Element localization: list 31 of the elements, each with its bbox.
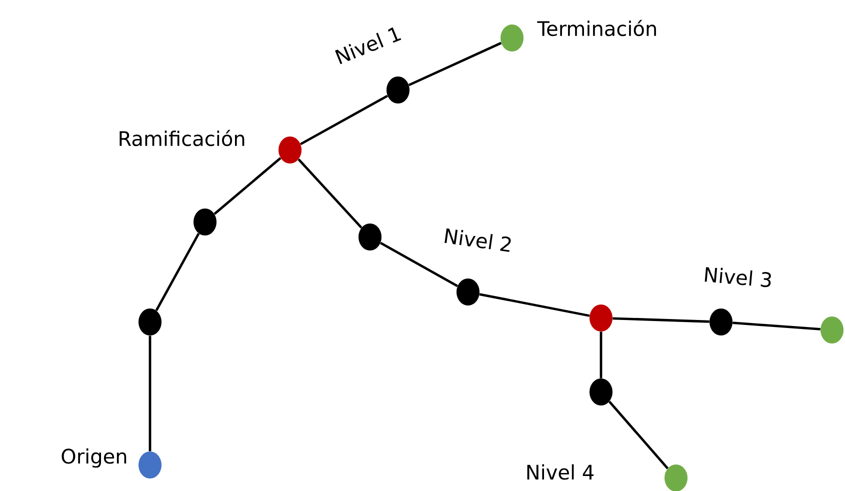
line <box>298 158 362 228</box>
node-label: Origen <box>62 448 126 468</box>
dot <box>590 378 612 406</box>
level-label: Nivel 1 <box>335 27 402 64</box>
dot <box>278 136 302 164</box>
line <box>608 400 669 470</box>
level-label: Nivel 3 <box>704 267 771 288</box>
node-label: Ramificación <box>120 130 244 146</box>
line <box>612 317 710 323</box>
line <box>408 42 502 86</box>
line <box>155 232 200 312</box>
dot <box>194 208 216 236</box>
line <box>214 157 282 215</box>
line <box>600 332 602 378</box>
dot <box>590 304 612 332</box>
level-label: Nivel 4 <box>527 464 594 480</box>
line <box>148 336 152 452</box>
dot <box>138 308 162 336</box>
line <box>732 322 820 330</box>
dot <box>500 24 524 52</box>
dot <box>820 316 844 344</box>
dot <box>386 76 410 104</box>
line <box>479 293 590 317</box>
level-label: Nivel 2 <box>444 228 511 252</box>
line <box>380 242 458 288</box>
line <box>300 94 388 146</box>
dot <box>138 452 162 478</box>
dot <box>710 308 732 336</box>
node-label: Terminación <box>537 20 656 36</box>
dot <box>456 278 480 306</box>
dot <box>358 224 382 250</box>
